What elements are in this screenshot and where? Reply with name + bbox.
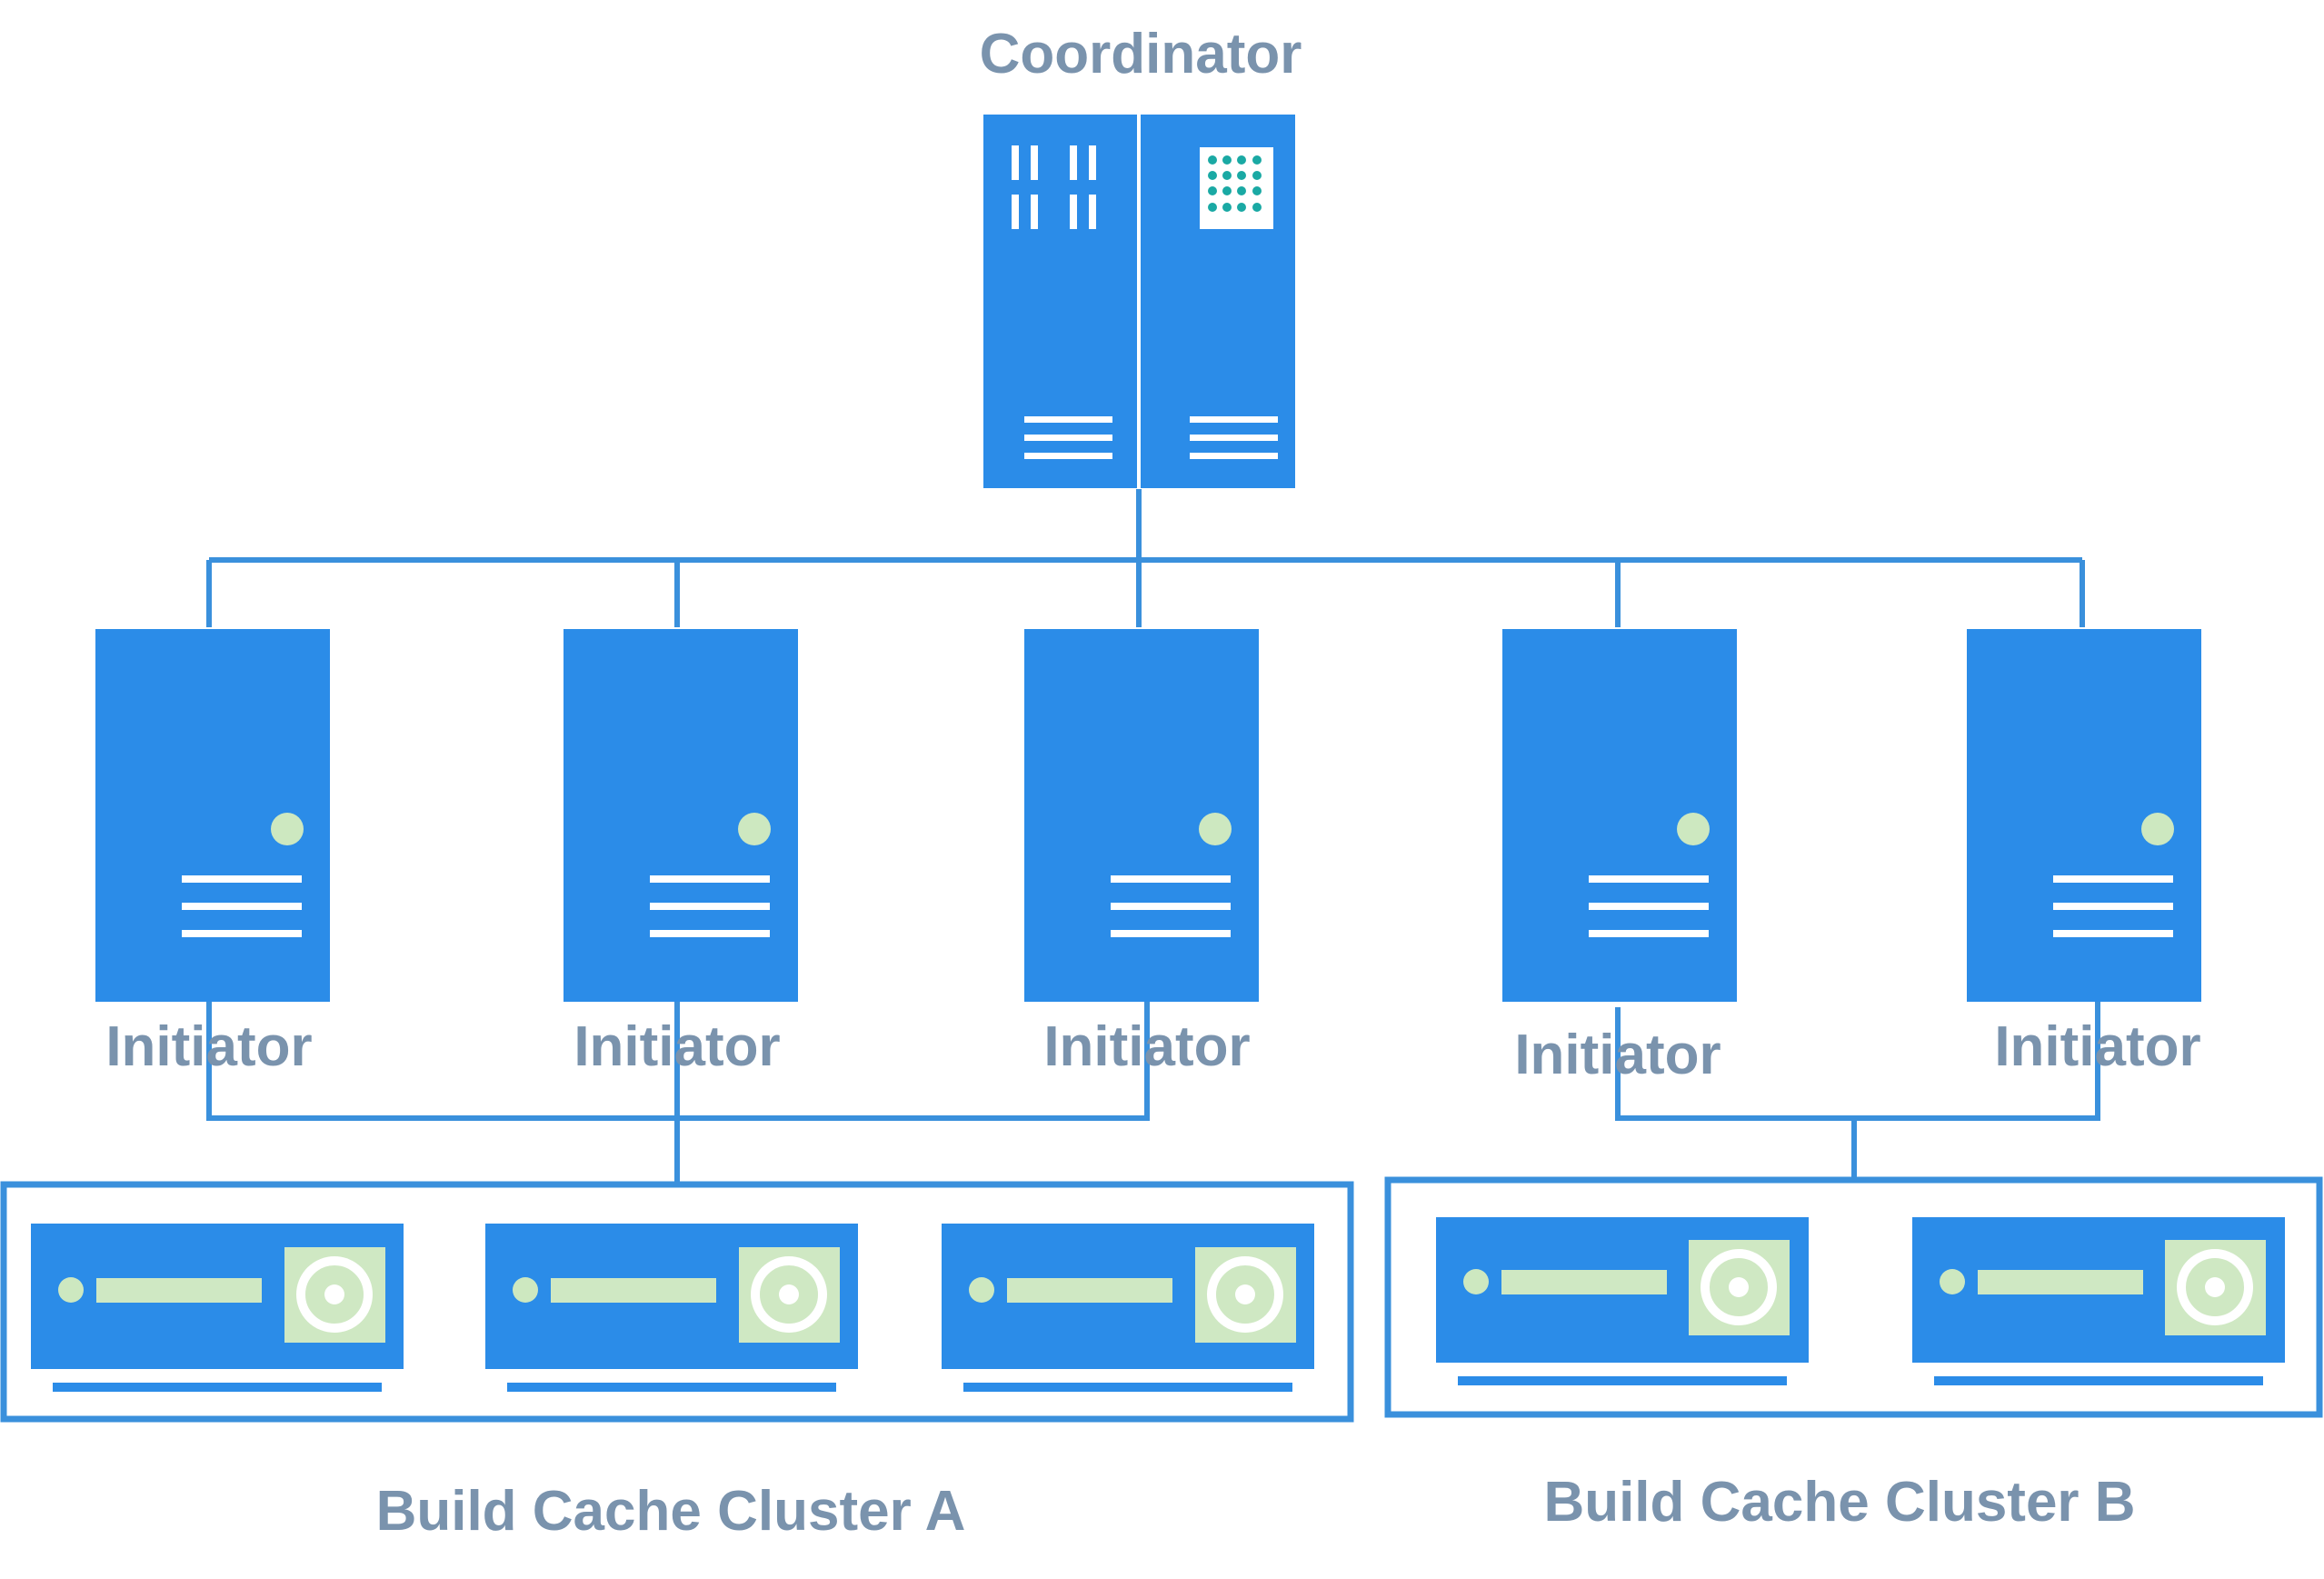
initiator-node-2: Initiator [564,629,798,1078]
rack-server-icon [983,115,1295,488]
cache-node-icon [1912,1217,2285,1385]
tower-server-icon [564,629,798,1002]
initiator-label-1: Initiator [105,1015,312,1078]
cluster-b-label: Build Cache Cluster B [1543,1471,2135,1534]
tower-server-icon [1502,629,1737,1002]
cluster-a-frame [0,1181,1354,1423]
tower-server-icon [1024,629,1259,1002]
cache-node-icon [31,1224,404,1392]
coordinator-label: Coordinator [980,23,1302,85]
initiator-node-5: Initiator [1967,629,2201,1078]
initiator-label-5: Initiator [1994,1015,2200,1078]
tower-server-icon [1967,629,2201,1002]
cluster-b-link [1615,995,2100,1121]
cluster-b-frame [1384,1176,2323,1418]
initiator-node-4: Initiator [1502,629,1737,1086]
initiator-node-3: Initiator [1024,629,1259,1078]
coordinator-node: Coordinator [980,23,1302,488]
cache-node-icon [1436,1217,1809,1385]
cache-node-icon [942,1224,1314,1392]
build-cache-cluster-b: Build Cache Cluster B [1384,1176,2323,1534]
cache-node-icon [485,1224,858,1392]
initiator-node-1: Initiator [95,629,330,1078]
cluster-a-label: Build Cache Cluster A [376,1480,966,1543]
build-cache-cluster-a: Build Cache Cluster A [0,1181,1354,1543]
tower-server-icon [95,629,330,1002]
initiator-label-3: Initiator [1043,1015,1250,1078]
connector-lines [206,489,2100,1184]
initiator-label-2: Initiator [574,1015,780,1078]
initiator-label-4: Initiator [1514,1024,1721,1086]
